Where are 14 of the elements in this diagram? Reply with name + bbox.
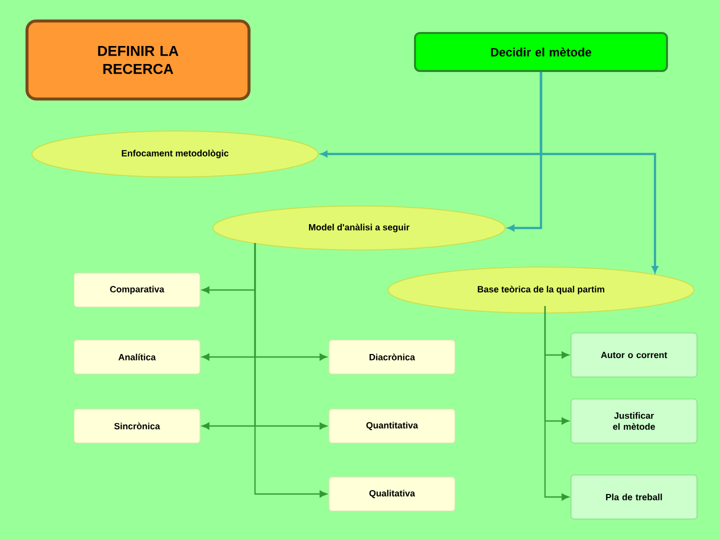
task-box: Autor o corrent (570, 332, 698, 378)
category-box: Sincrònica (74, 408, 200, 444)
category-box: Diacrònica (328, 340, 456, 374)
connector-arrow (254, 243, 328, 498)
category-box: Qualitativa (328, 476, 456, 512)
connector-arrow (544, 306, 570, 500)
category-box: Analítica (74, 340, 200, 374)
task-box: Justificar el mètode (570, 398, 698, 444)
category-box: Quantitativa (328, 408, 456, 444)
process-box: Decidir el mètode (414, 32, 668, 72)
connector-arrow (540, 72, 658, 273)
category-box: Comparativa (74, 272, 200, 308)
process-box: DEFINIR LA RECERCA (26, 20, 250, 100)
task-box: Pla de treball (570, 474, 698, 520)
